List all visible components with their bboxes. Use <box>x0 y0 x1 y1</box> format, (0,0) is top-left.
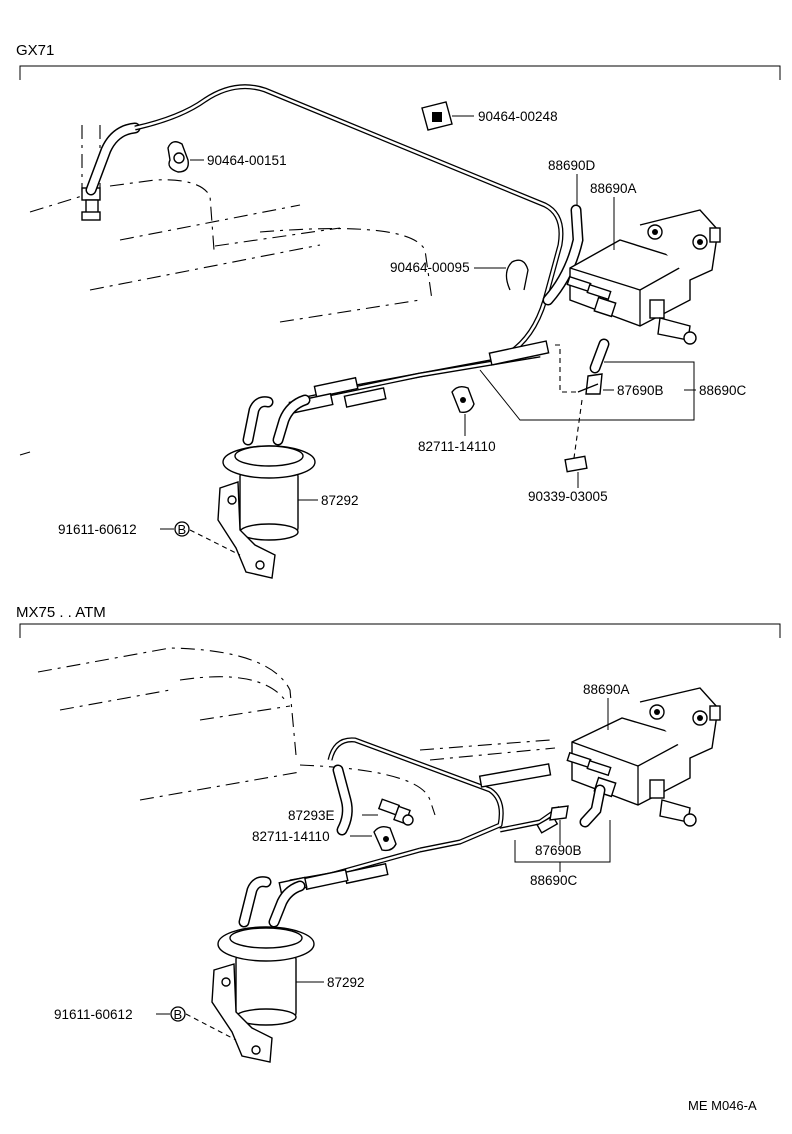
filter-hoses <box>288 340 550 415</box>
clip-90464-00095 <box>474 259 529 291</box>
label-82711-14110: 82711-14110 <box>418 439 496 454</box>
label-88690c-2: 88690C <box>530 873 578 888</box>
clamp-82711-14110-2 <box>350 825 397 852</box>
label-88690a: 88690A <box>590 181 637 196</box>
clamp-82711-14110 <box>451 385 475 436</box>
label-88690c: 88690C <box>699 383 747 398</box>
label-87292: 87292 <box>321 493 359 508</box>
valve-87293e <box>362 798 414 826</box>
label-87690b: 87690B <box>617 383 664 398</box>
section-mx75-atm: MX75 . . ATM <box>16 604 781 1063</box>
bolt-mark-b: B <box>178 522 187 537</box>
vsv-88690a-2 <box>566 687 721 828</box>
label-91611-60612: 91611-60612 <box>58 522 137 537</box>
section-gx71: GX71 <box>16 42 781 579</box>
section-bracket <box>19 65 781 80</box>
label-90339-03005: 90339-03005 <box>528 489 608 504</box>
label-87293e: 87293E <box>288 808 335 823</box>
label-90464-00248: 90464-00248 <box>478 109 558 124</box>
bolt-mark-circle <box>174 521 190 537</box>
label-90464-00095: 90464-00095 <box>390 260 470 275</box>
leader-88690c <box>479 361 695 421</box>
footer-diagram-code: ME M046-A <box>688 1098 757 1113</box>
hose-87690b <box>555 338 610 395</box>
label-82711-14110-2: 82711-14110 <box>252 829 330 844</box>
label-90464-00151: 90464-00151 <box>207 153 287 168</box>
canister-87292 <box>189 394 318 579</box>
body-outline-2 <box>37 647 556 816</box>
bolt-mark-b-2: B <box>174 1007 183 1022</box>
plug-90339-03005 <box>564 399 588 488</box>
vsv-88690a <box>566 209 721 345</box>
section-title-gx71: GX71 <box>16 42 54 59</box>
section-bracket <box>19 623 781 638</box>
label-88690a-2: 88690A <box>583 682 630 697</box>
bolt-mark-circle-2 <box>170 1006 186 1022</box>
label-88690d: 88690D <box>548 158 596 173</box>
label-91611-60612-2: 91611-60612 <box>54 1007 133 1022</box>
body-outline <box>19 125 433 456</box>
clip-90464-00151 <box>167 141 204 173</box>
section-title-mx75: MX75 . . ATM <box>16 604 106 621</box>
label-87292-2: 87292 <box>327 975 365 990</box>
hose-87690b-2 <box>514 805 611 872</box>
canister-87292-2 <box>185 876 324 1063</box>
label-87690b-2: 87690B <box>535 843 582 858</box>
clip-90464-00248 <box>421 101 474 131</box>
